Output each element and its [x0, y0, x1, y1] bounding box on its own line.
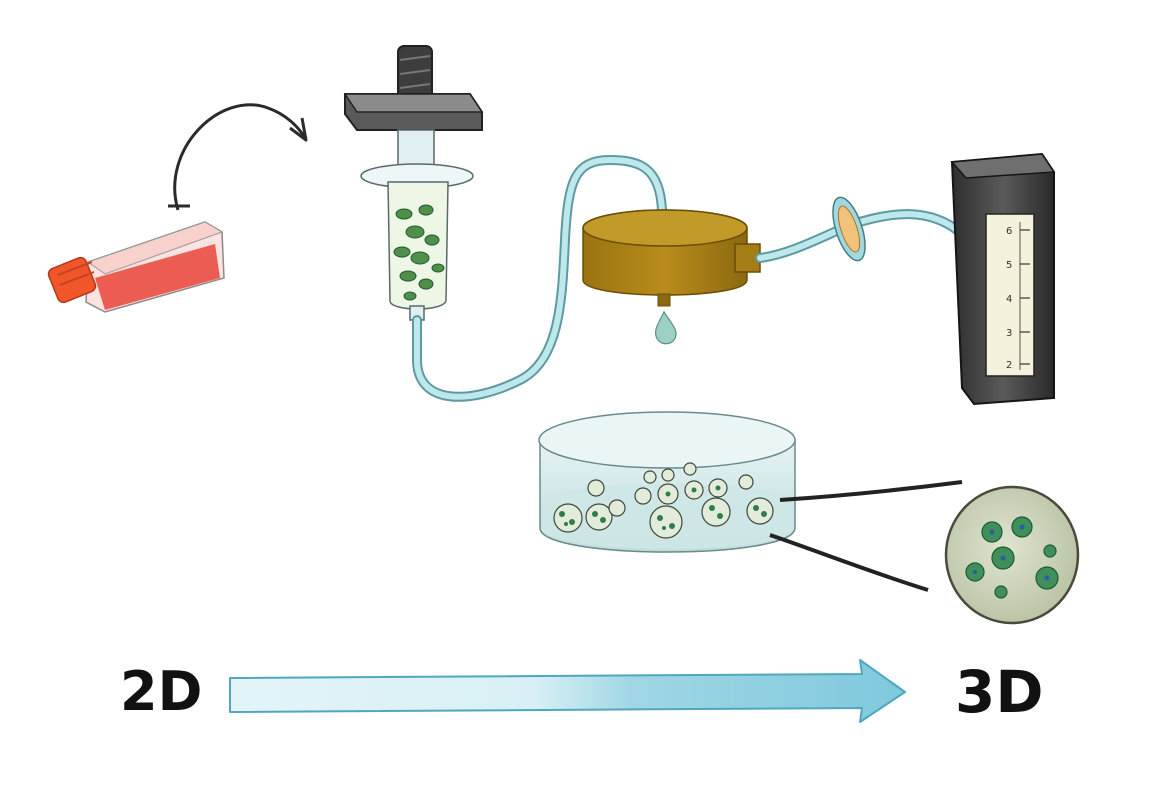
flowmeter-tick-label: 6	[1006, 226, 1012, 237]
flowmeter-tick-label: 5	[1006, 260, 1012, 271]
culture-flask-icon	[47, 221, 225, 313]
feed-tubing	[412, 154, 667, 402]
syringe-pump-icon	[582, 209, 761, 307]
curved-arrow-icon	[168, 103, 308, 211]
label-3d: 3D	[955, 658, 1044, 726]
flowmeter-tick-label: 2	[1006, 360, 1012, 371]
flask-cap-icon	[47, 256, 97, 304]
petri-dish-icon	[538, 411, 796, 553]
flowmeter-tick-label: 4	[1006, 294, 1012, 305]
callout-lines	[769, 480, 963, 592]
flowmeter-icon	[950, 152, 1056, 406]
flowmeter-scale: 6 5 4 3 2	[1006, 226, 1030, 371]
syringe-icon	[343, 45, 484, 321]
progress-arrow-icon	[229, 659, 906, 723]
label-2d: 2D	[120, 660, 202, 723]
nozzle-icon	[657, 293, 671, 307]
microcapsules	[553, 462, 774, 539]
filter-icon	[832, 196, 866, 262]
flowmeter-tick-label: 3	[1006, 328, 1012, 339]
droplet-icon	[654, 310, 677, 345]
magnified-microcapsule-icon	[944, 485, 1080, 625]
syringe-cells	[393, 204, 445, 301]
